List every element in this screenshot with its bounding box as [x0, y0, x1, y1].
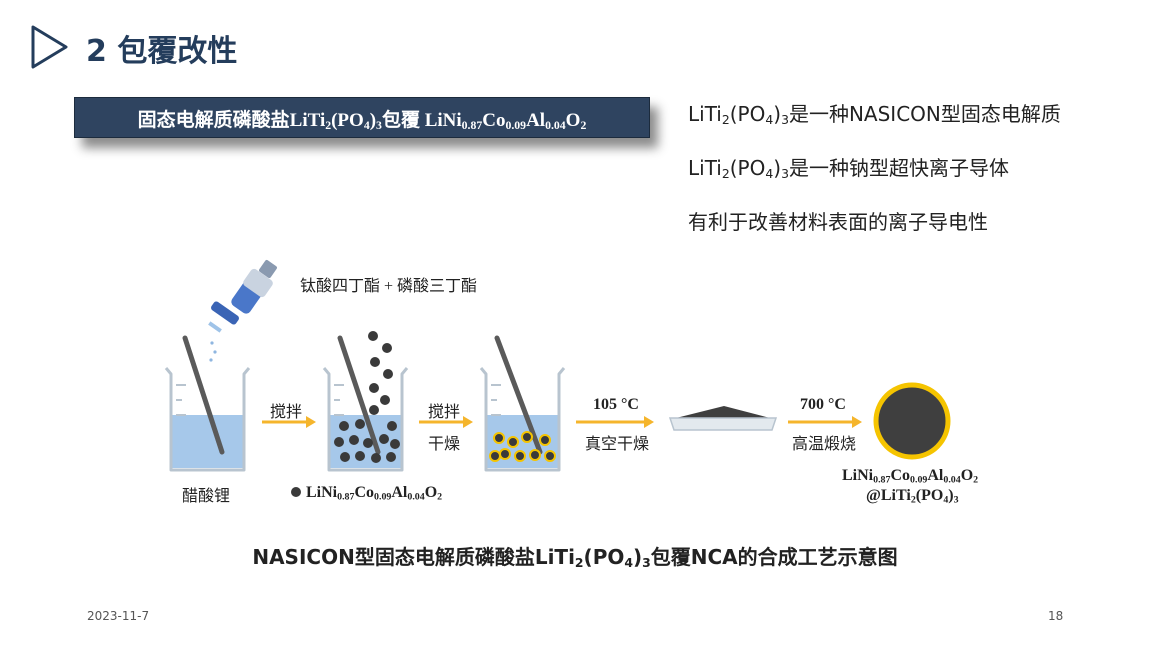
subtitle-banner: 固态电解质磷酸盐LiTi2(PO4)3包覆 LiNi0.87Co0.09Al0.… — [74, 97, 650, 138]
step-2-label-bottom: 干燥 — [428, 436, 461, 453]
title-triangle-icon — [31, 25, 68, 69]
step-3-label-bottom: 真空干燥 — [585, 436, 650, 453]
particle-label: LiNi0.87Co0.09Al0.04O2 — [306, 484, 443, 503]
coated-particle — [873, 382, 951, 460]
step-2-label-top: 搅拌 — [428, 404, 461, 421]
key-points: LiTi2(PO4)3是一种NASICON型固态电解质 LiTi2(PO4)3是… — [688, 98, 1061, 260]
crucible-boat — [668, 406, 778, 431]
point-1: LiTi2(PO4)3是一种NASICON型固态电解质 — [688, 102, 1061, 128]
arrow-2 — [419, 416, 473, 428]
footer-date: 2023-11-7 — [87, 609, 150, 623]
step-1-label: 搅拌 — [270, 404, 303, 421]
beaker-1 — [164, 335, 251, 472]
banner-text: 固态电解质磷酸盐LiTi2(PO4)3包覆 LiNi0.87Co0.09Al0.… — [137, 110, 587, 132]
arrow-4 — [788, 416, 862, 428]
reagents-label: 钛酸四丁酯 + 磷酸三丁酯 — [300, 278, 478, 295]
figure-caption: NASICON型固态电解质磷酸盐LiTi2(PO4)3包覆NCA的合成工艺示意图 — [252, 545, 898, 571]
particle-legend-dot — [291, 487, 301, 497]
step-4-label-bottom: 高温煅烧 — [792, 436, 857, 453]
pipette-icon — [208, 260, 277, 362]
beaker-2 — [322, 331, 409, 472]
page-number: 18 — [1048, 609, 1064, 623]
point-3: 有利于改善材料表面的离子导电性 — [688, 210, 988, 234]
point-2: LiTi2(PO4)3是一种钠型超快离子导体 — [688, 156, 1009, 182]
arrow-3 — [576, 416, 654, 428]
arrow-1 — [262, 416, 316, 428]
step-3-label-top: 105 °C — [593, 396, 639, 413]
beaker-1-label: 醋酸锂 — [182, 488, 231, 505]
product-label-line-2: @LiTi2(PO4)3 — [866, 487, 959, 506]
page-title: 2 包覆改性 — [86, 34, 238, 69]
beaker-3 — [479, 335, 566, 472]
product-label-line-1: LiNi0.87Co0.09Al0.04O2 — [842, 467, 979, 486]
step-4-label-top: 700 °C — [800, 396, 846, 413]
